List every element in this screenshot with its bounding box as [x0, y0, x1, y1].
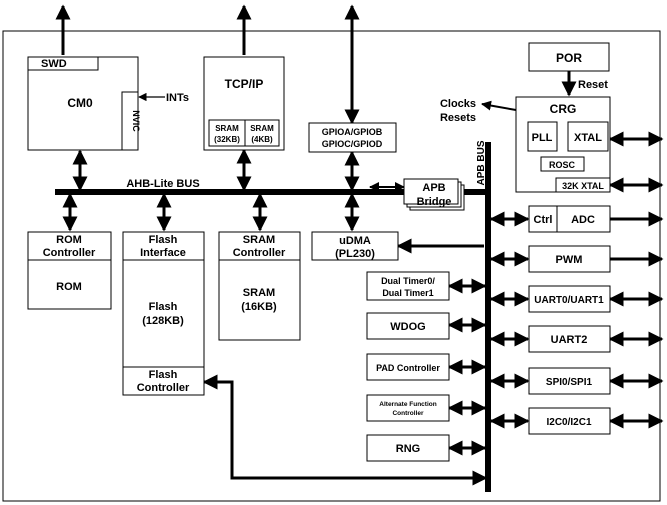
tcpip-label: TCP/IP — [225, 77, 264, 91]
uart2-block — [528, 325, 611, 353]
dual-timer-label-1: Dual Timer0/ — [381, 276, 435, 286]
pll-label: PLL — [532, 132, 553, 144]
ints-label: INTs — [166, 92, 189, 104]
flash-label: Flash — [149, 301, 178, 313]
por-block — [528, 42, 610, 72]
udma-block — [311, 231, 399, 261]
nvic-block — [121, 91, 139, 151]
gpio-label-1: GPIOA/GPIOB — [322, 127, 383, 137]
spi-block — [528, 367, 611, 395]
rom-label: ROM — [56, 281, 82, 293]
rom-controller-label-2: Controller — [43, 247, 96, 259]
flash-interface-label-1: Flash — [149, 234, 178, 246]
apb-bridge-label-1: APB — [422, 182, 445, 194]
adc-block — [528, 205, 611, 233]
wdog-block — [366, 312, 450, 340]
xtal32k-block — [555, 177, 611, 193]
rom-controller-label-1: ROM — [56, 234, 82, 246]
dual-timer-label-2: Dual Timer1 — [382, 288, 433, 298]
tcpip-sram-32kb-size: (32KB) — [214, 135, 240, 144]
udma-sub-label: (PL230) — [335, 248, 375, 260]
wdog-label: WDOG — [390, 321, 425, 333]
clocks-arrow — [481, 100, 517, 111]
flash-size-label: (128KB) — [142, 315, 184, 327]
gpio-label-2: GPIOC/GPIOD — [322, 139, 383, 149]
alt-func-label-2: Controller — [392, 410, 424, 417]
swd-block — [27, 56, 99, 71]
spi-label: SPI0/SPI1 — [546, 377, 593, 388]
xtal32k-label: 32K XTAL — [562, 181, 604, 191]
adc-ctrl-label: Ctrl — [534, 214, 553, 226]
rosc-label: ROSC — [549, 160, 576, 170]
alt-func-label-1: Alternate Function — [379, 401, 436, 408]
apb-bus-label: APB BUS — [476, 140, 487, 185]
swd-label: SWD — [41, 58, 67, 70]
adc-label: ADC — [571, 214, 595, 226]
pwm-label: PWM — [556, 254, 583, 266]
alt-func-block — [366, 394, 450, 422]
flash-controller-apb-line — [202, 374, 488, 486]
flash-interface-label-2: Interface — [140, 247, 186, 259]
tcpip-sram-32kb-label: SRAM — [215, 124, 239, 133]
por-label: POR — [556, 51, 582, 65]
xtal-label: XTAL — [574, 132, 602, 144]
pad-controller-block — [366, 353, 450, 381]
tcpip-sram-32kb — [208, 119, 246, 147]
flash-block — [122, 231, 205, 396]
uart2-label: UART2 — [551, 334, 588, 346]
pwm-block — [528, 245, 611, 273]
tcpip-sram-4kb-size: (4KB) — [251, 135, 273, 144]
tcpip-sram-4kb — [244, 119, 280, 147]
rom-block — [27, 231, 112, 310]
nvic-label: NVIC — [131, 110, 141, 132]
sram-controller-label-1: SRAM — [243, 234, 275, 246]
sram-label: SRAM — [243, 287, 275, 299]
flash-controller-label-1: Flash — [149, 369, 178, 381]
resets-label: Resets — [440, 112, 476, 124]
sram-controller-label-2: Controller — [233, 247, 286, 259]
pll-block — [527, 121, 558, 152]
rng-label: RNG — [396, 443, 420, 455]
uart01-label: UART0/UART1 — [534, 295, 604, 306]
crg-label: CRG — [550, 102, 577, 116]
udma-label: uDMA — [339, 235, 371, 247]
apb-bridge-block — [403, 178, 459, 205]
i2c-block — [528, 407, 611, 435]
cm0-block — [27, 56, 139, 151]
pad-controller-label: PAD Controller — [376, 363, 440, 373]
rosc-block — [540, 156, 585, 172]
sram-size-label: (16KB) — [241, 301, 277, 313]
i2c-label: I2C0/I2C1 — [546, 417, 591, 428]
cm0-label: CM0 — [67, 96, 93, 110]
sram-block — [218, 231, 301, 341]
uart01-block — [528, 285, 611, 313]
gpio-block — [308, 122, 397, 153]
ahb-bus-label: AHB-Lite BUS — [126, 178, 199, 190]
flash-controller-label-2: Controller — [137, 382, 190, 394]
tcpip-sram-4kb-label: SRAM — [250, 124, 274, 133]
dual-timer-block — [366, 271, 450, 301]
reset-label: Reset — [578, 79, 608, 91]
xtal-block — [567, 121, 609, 152]
apb-bridge-label-2: Bridge — [417, 196, 452, 208]
clocks-label: Clocks — [440, 98, 476, 110]
rng-block — [366, 434, 450, 462]
